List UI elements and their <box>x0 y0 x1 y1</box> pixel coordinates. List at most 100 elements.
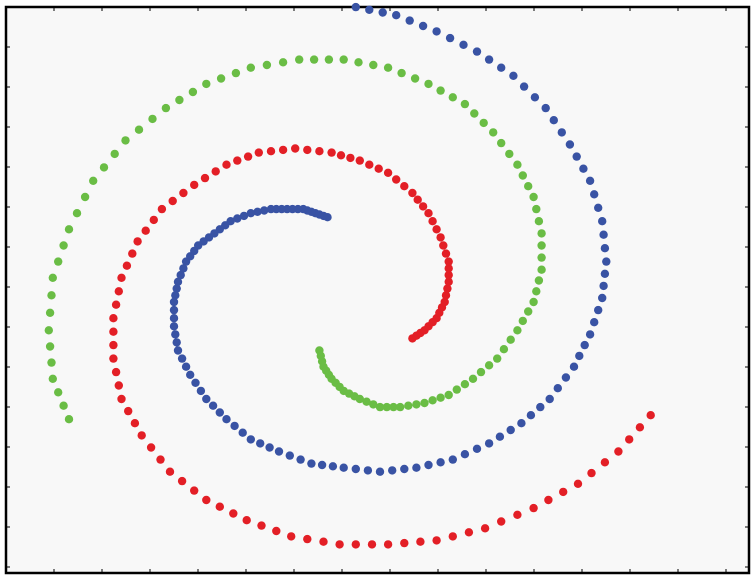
scatter-point-red <box>211 167 220 176</box>
scatter-point-red <box>114 381 124 390</box>
scatter-point-blue <box>400 464 409 474</box>
scatter-point-green <box>134 125 144 134</box>
scatter-point-red <box>625 435 634 444</box>
scatter-point-blue <box>169 322 179 331</box>
scatter-point-blue <box>549 116 558 125</box>
series-red <box>109 144 655 549</box>
scatter-point-red <box>146 443 156 452</box>
scatter-point-green <box>295 55 304 64</box>
scatter-point-green <box>489 128 498 137</box>
scatter-point-green <box>99 163 109 172</box>
scatter-point-green <box>369 400 378 409</box>
scatter-point-green <box>72 209 82 218</box>
scatter-point-red <box>587 468 596 478</box>
scatter-point-blue <box>509 71 518 81</box>
scatter-point-blue <box>265 443 274 452</box>
scatter-point-blue <box>526 411 536 420</box>
scatter-point-red <box>141 226 150 235</box>
scatter-point-green <box>479 118 488 128</box>
scatter-point-blue <box>585 176 595 185</box>
scatter-point-blue <box>557 128 566 137</box>
scatter-point-green <box>48 273 57 282</box>
scatter-point-blue <box>594 305 603 315</box>
scatter-point-blue <box>572 152 581 161</box>
scatter-point-green <box>339 55 348 64</box>
scatter-point-blue <box>307 459 316 468</box>
scatter-point-red <box>266 147 276 156</box>
scatter-point-red <box>635 423 645 432</box>
scatter-point-blue <box>274 447 284 456</box>
scatter-point-blue <box>569 362 579 371</box>
scatter-point-red <box>222 160 231 169</box>
scatter-point-blue <box>256 439 265 448</box>
scatter-point-blue <box>238 428 247 437</box>
scatter-point-green <box>513 160 522 169</box>
scatter-point-blue <box>418 21 428 31</box>
scatter-point-green <box>513 326 522 335</box>
scatter-point-blue <box>317 460 327 470</box>
scatter-point-blue <box>186 370 195 379</box>
scatter-point-green <box>188 87 198 97</box>
scatter-point-green <box>460 380 470 389</box>
series-blue <box>169 2 611 476</box>
scatter-point-red <box>573 479 583 488</box>
scatter-point-red <box>513 510 522 519</box>
scatter-point-blue <box>208 401 218 410</box>
scatter-point-blue <box>351 2 360 12</box>
scatter-point-red <box>156 455 165 464</box>
plot-background <box>4 5 751 575</box>
scatter-point-red <box>432 225 441 234</box>
scatter-point-red <box>202 495 211 505</box>
scatter-point-red <box>383 168 393 177</box>
scatter-point-red <box>128 249 137 258</box>
scatter-point-red <box>168 196 177 206</box>
scatter-point-green <box>324 55 334 64</box>
scatter-point-red <box>111 300 121 309</box>
scatter-point-blue <box>472 47 482 56</box>
scatter-point-blue <box>388 466 397 475</box>
scatter-point-blue <box>412 463 421 472</box>
scatter-point-red <box>424 209 433 218</box>
scatter-point-blue <box>565 140 575 149</box>
scatter-point-red <box>448 532 457 541</box>
scatter-point-blue <box>579 164 588 173</box>
scatter-point-red <box>443 284 452 293</box>
scatter-point-red <box>190 180 199 190</box>
scatter-point-blue <box>545 394 554 404</box>
scatter-point-red <box>351 540 360 549</box>
scatter-point-blue <box>536 402 545 412</box>
scatter-point-green <box>444 390 453 400</box>
scatter-point-red <box>229 509 238 518</box>
scatter-point-green <box>524 307 533 316</box>
scatter-point-green <box>354 58 363 67</box>
scatter-point-red <box>365 160 374 169</box>
scatter-point-green <box>505 149 514 159</box>
scatter-point-red <box>646 411 655 420</box>
scatter-point-green <box>529 297 538 307</box>
scatter-point-red <box>137 431 146 440</box>
scatter-point-red <box>336 151 346 160</box>
scatter-point-red <box>303 534 312 544</box>
scatter-point-green <box>524 182 533 191</box>
scatter-point-green <box>470 109 479 118</box>
scatter-point-red <box>133 237 142 246</box>
scatter-point-blue <box>176 270 185 280</box>
scatter-point-red <box>319 537 328 546</box>
scatter-point-green <box>428 396 437 405</box>
scatter-point-red <box>559 487 568 497</box>
scatter-point-blue <box>177 354 187 363</box>
scatter-point-blue <box>191 378 200 387</box>
scatter-point-red <box>190 486 199 495</box>
scatter-point-green <box>506 335 515 344</box>
scatter-point-blue <box>472 444 482 453</box>
scatter-point-red <box>165 467 175 476</box>
scatter-point-blue <box>173 346 183 355</box>
scatter-point-blue <box>239 211 249 221</box>
scatter-point-blue <box>580 340 589 350</box>
scatter-point-blue <box>171 330 180 339</box>
scatter-point-blue <box>169 305 179 315</box>
scatter-point-red <box>315 147 324 156</box>
scatter-point-green <box>246 63 255 72</box>
